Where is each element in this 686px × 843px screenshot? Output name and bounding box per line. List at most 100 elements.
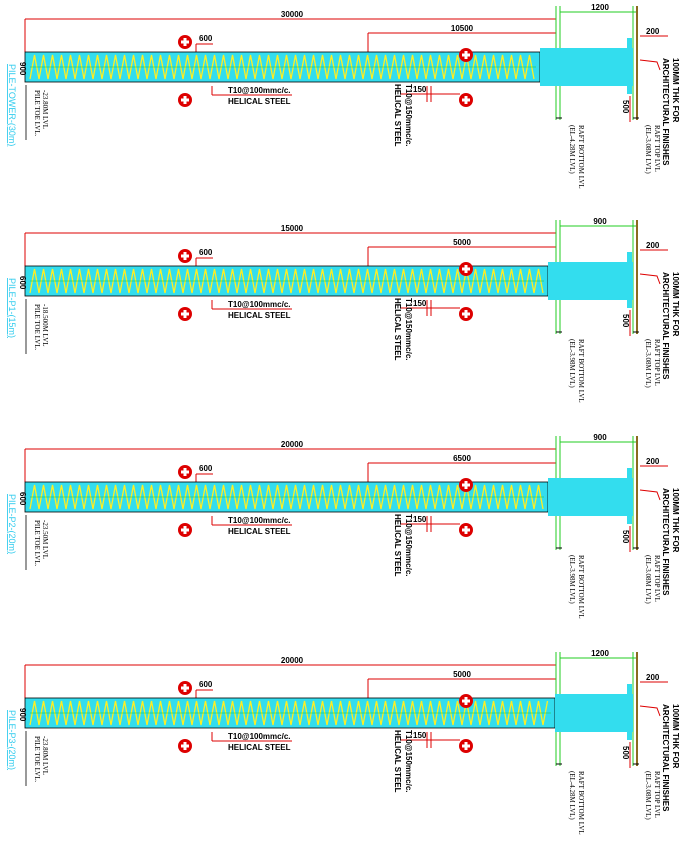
helical-steel-zigzag xyxy=(29,484,544,510)
pile-head xyxy=(540,48,633,86)
pitch-600-label: 600 xyxy=(199,680,213,689)
pile-dia-label: 900 xyxy=(18,708,27,722)
section-marker xyxy=(178,739,192,753)
section-marker-stem xyxy=(183,526,187,534)
t10-150-helical-text: HELICAL STEEL xyxy=(393,514,402,577)
finish-label-2: ARCHITECTURAL FINISHES xyxy=(661,58,670,166)
raft-bottom-label: RAFT BOTTOM LVL xyxy=(577,125,585,189)
finish-label-1: 100MM THK FOR xyxy=(671,272,680,337)
toe-level-label: PILE TOE LVL. xyxy=(33,304,41,351)
helical-steel-zigzag xyxy=(29,54,535,80)
section-marker-stem xyxy=(464,742,468,750)
pile-title: PILE-P2-(20m) xyxy=(7,494,17,554)
raft-top-level: (EL-3.08M LVL) xyxy=(644,771,652,820)
total-length-label: 30000 xyxy=(281,10,304,19)
toe-level-value: -18.500M LVL xyxy=(41,304,49,347)
section-marker xyxy=(459,262,473,276)
embed-length-label: 900 xyxy=(593,433,607,442)
section-marker-stem xyxy=(464,265,468,273)
dim-200-label: 200 xyxy=(646,241,660,250)
finish-label-1: 100MM THK FOR xyxy=(671,58,680,123)
section-marker xyxy=(459,48,473,62)
toe-level-label: PILE TOE LVL. xyxy=(33,520,41,567)
section-marker-stem xyxy=(464,96,468,104)
t10-150-helical-text: HELICAL STEEL xyxy=(393,84,402,147)
dim-500-label: 500 xyxy=(621,100,630,114)
raft-bottom-level: (EL-3.98M LVL) xyxy=(568,339,576,388)
section-marker xyxy=(459,478,473,492)
pile-head xyxy=(555,694,633,732)
section-marker xyxy=(459,523,473,537)
helical-spacing-text: T10@100mmc/c. xyxy=(228,86,291,95)
finish-label-2: ARCHITECTURAL FINISHES xyxy=(661,272,670,380)
section-marker-stem xyxy=(183,38,187,46)
section-marker xyxy=(459,739,473,753)
t10-150-text: T10@150mmc/c. xyxy=(404,298,413,361)
dim-150-label: 150 xyxy=(413,85,427,94)
section-marker xyxy=(178,93,192,107)
section-marker xyxy=(178,681,192,695)
section-marker-stem xyxy=(464,697,468,705)
section-marker xyxy=(459,694,473,708)
raft-top-label: RAFT TOP LVL xyxy=(653,771,661,818)
helical-length-label: 6500 xyxy=(453,454,471,463)
total-length-label: 15000 xyxy=(281,224,304,233)
toe-level-label: PILE TOE LVL. xyxy=(33,736,41,783)
helical-spacing-text: T10@100mmc/c. xyxy=(228,300,291,309)
helical-steel-text: HELICAL STEEL xyxy=(228,527,291,536)
raft-edge-strip xyxy=(627,684,632,740)
dim-150-label: 150 xyxy=(413,515,427,524)
raft-bottom-label: RAFT BOTTOM LVL xyxy=(577,339,585,403)
dim-150-label: 150 xyxy=(413,731,427,740)
finish-leader xyxy=(639,705,661,717)
helical-length-label: 5000 xyxy=(453,670,471,679)
section-marker xyxy=(178,523,192,537)
section-marker xyxy=(178,465,192,479)
finish-label-1: 100MM THK FOR xyxy=(671,704,680,769)
raft-bottom-label: RAFT BOTTOM LVL xyxy=(577,771,585,835)
pile-head xyxy=(548,478,633,516)
finish-label-2: ARCHITECTURAL FINISHES xyxy=(661,488,670,596)
section-marker-stem xyxy=(183,468,187,476)
total-length-label: 20000 xyxy=(281,440,304,449)
section-marker-stem xyxy=(183,310,187,318)
section-marker xyxy=(178,35,192,49)
section-marker-stem xyxy=(183,684,187,692)
section-marker xyxy=(459,307,473,321)
raft-bottom-level: (EL-4.28M LVL) xyxy=(568,125,576,174)
toe-level-value: -23.80M LVL xyxy=(41,736,49,775)
dim-200-label: 200 xyxy=(646,673,660,682)
raft-top-label: RAFT TOP LVL xyxy=(653,339,661,386)
dim-200-label: 200 xyxy=(646,27,660,36)
helical-steel-text: HELICAL STEEL xyxy=(228,97,291,106)
raft-top-label: RAFT TOP LVL xyxy=(653,555,661,602)
raft-top-level: (EL-3.08M LVL) xyxy=(644,555,652,604)
embed-length-label: 1200 xyxy=(591,3,609,12)
total-length-label: 20000 xyxy=(281,656,304,665)
toe-level-label: PILE TOE LVL. xyxy=(33,90,41,137)
finish-leader xyxy=(639,273,661,285)
raft-edge-strip xyxy=(627,252,632,308)
helical-length-label: 10500 xyxy=(451,24,474,33)
finish-label-1: 100MM THK FOR xyxy=(671,488,680,553)
t10-150-helical-text: HELICAL STEEL xyxy=(393,730,402,793)
finish-leader xyxy=(639,59,661,71)
dim-500-label: 500 xyxy=(621,530,630,544)
pitch-600-label: 600 xyxy=(199,248,213,257)
t10-150-text: T10@150mmc/c. xyxy=(404,84,413,147)
t10-150-text: T10@150mmc/c. xyxy=(404,514,413,577)
raft-top-label: RAFT TOP LVL xyxy=(653,125,661,172)
toe-level-value: -23.50M LVL xyxy=(41,520,49,559)
section-marker-stem xyxy=(464,310,468,318)
section-marker-stem xyxy=(464,481,468,489)
section-marker-stem xyxy=(183,742,187,750)
section-marker xyxy=(178,307,192,321)
dim-200-label: 200 xyxy=(646,457,660,466)
raft-top-level: (EL-3.08M LVL) xyxy=(644,125,652,174)
pile-title: PILE-TOWER-(30m) xyxy=(7,64,17,146)
raft-edge-strip xyxy=(627,38,632,94)
helical-spacing-text: T10@100mmc/c. xyxy=(228,516,291,525)
pile-dia-label: 900 xyxy=(18,62,27,76)
